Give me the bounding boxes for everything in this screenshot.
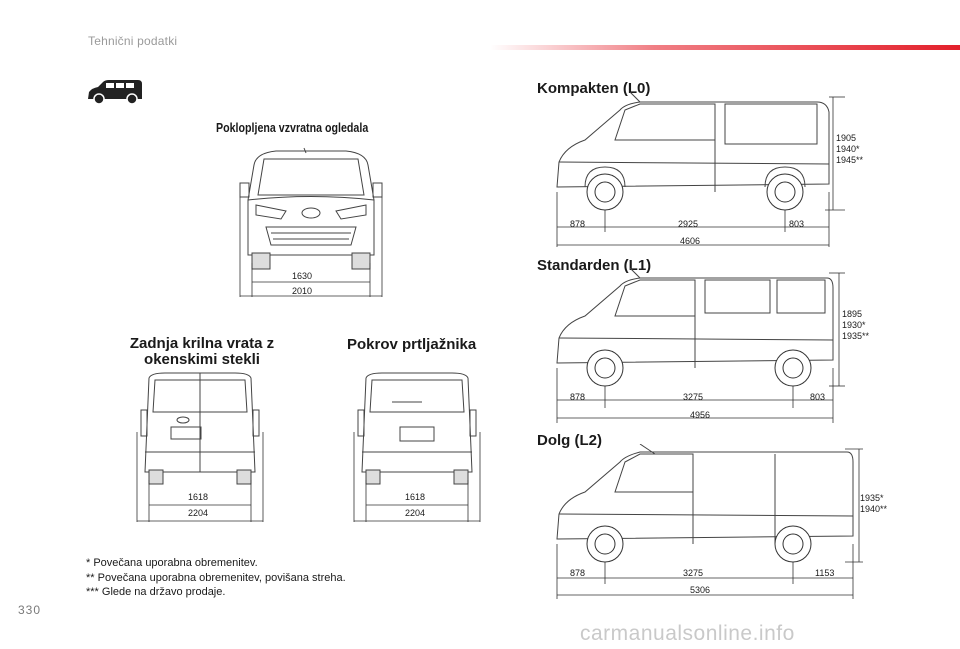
rear-doors-title-line2: okenskimi stekli [144,351,260,368]
standard-length: 4956 [690,410,711,420]
compact-height-1: 1905 [836,133,857,143]
tailgate-inner-width: 1618 [405,492,426,502]
standard-height-1: 1895 [842,309,863,319]
standard-height-2: 1930* [842,320,866,330]
watermark: carmanualsonline.info [580,622,795,645]
rear-doors-diagram [135,372,265,529]
long-heights: 1935* 1940** [860,493,887,515]
compact-height-2: 1940* [836,144,860,154]
footnote-3: *** Glede na državo prodaje. [86,586,226,598]
tailgate-title: Pokrov prtljažnika [347,336,477,353]
standard-wheelbase: 3275 [683,392,704,402]
compact-front-overhang: 878 [570,219,586,229]
compact-height-3: 1945** [836,155,864,165]
standard-rear-overhang: 803 [810,392,826,402]
standard-height-3: 1935** [842,331,870,341]
front-view-title: Poklopljena vzvratna ogledala [216,120,369,135]
van-icon [86,79,144,110]
long-height-2: 1940** [860,504,888,514]
compact-side-diagram [545,91,845,257]
front-view-diagram [236,145,386,305]
rear-doors-title-line1: Zadnja krilna vrata z [129,335,275,352]
rear-doors-inner-width: 1618 [188,492,209,502]
rear-doors-outer-width: 2204 [188,508,209,518]
long-front-overhang: 878 [570,568,586,578]
compact-length: 4606 [680,236,701,246]
footnote-2: ** Povečana uporabna obremenitev, poviša… [86,572,346,584]
standard-side-diagram [545,267,845,433]
long-rear-overhang: 1153 [815,568,835,578]
compact-rear-overhang: 803 [789,219,805,229]
header-accent-bar [490,45,960,50]
section-title: Tehnični podatki [88,34,178,48]
long-wheelbase: 3275 [683,568,704,578]
long-side-diagram [545,443,865,609]
standard-title: Standarden (L1) [537,257,652,274]
footnote-1: * Povečana uporabna obremenitev. [86,557,258,569]
compact-heights: 1905 1940* 1945** [836,133,863,166]
long-length: 5306 [690,585,711,595]
rear-doors-title: Zadnja krilna vrata z okenskimi stekli [122,336,282,368]
compact-title: Kompakten (L0) [537,80,651,97]
standard-front-overhang: 878 [570,392,586,402]
long-title: Dolg (L2) [537,432,602,449]
tailgate-diagram [352,372,482,529]
front-inner-width: 1630 [292,271,313,281]
compact-wheelbase: 2925 [678,219,699,229]
front-outer-width: 2010 [292,286,313,296]
long-height-1: 1935* [860,493,884,503]
tailgate-outer-width: 2204 [405,508,426,518]
standard-heights: 1895 1930* 1935** [842,309,869,342]
page-number: 330 [18,603,42,617]
